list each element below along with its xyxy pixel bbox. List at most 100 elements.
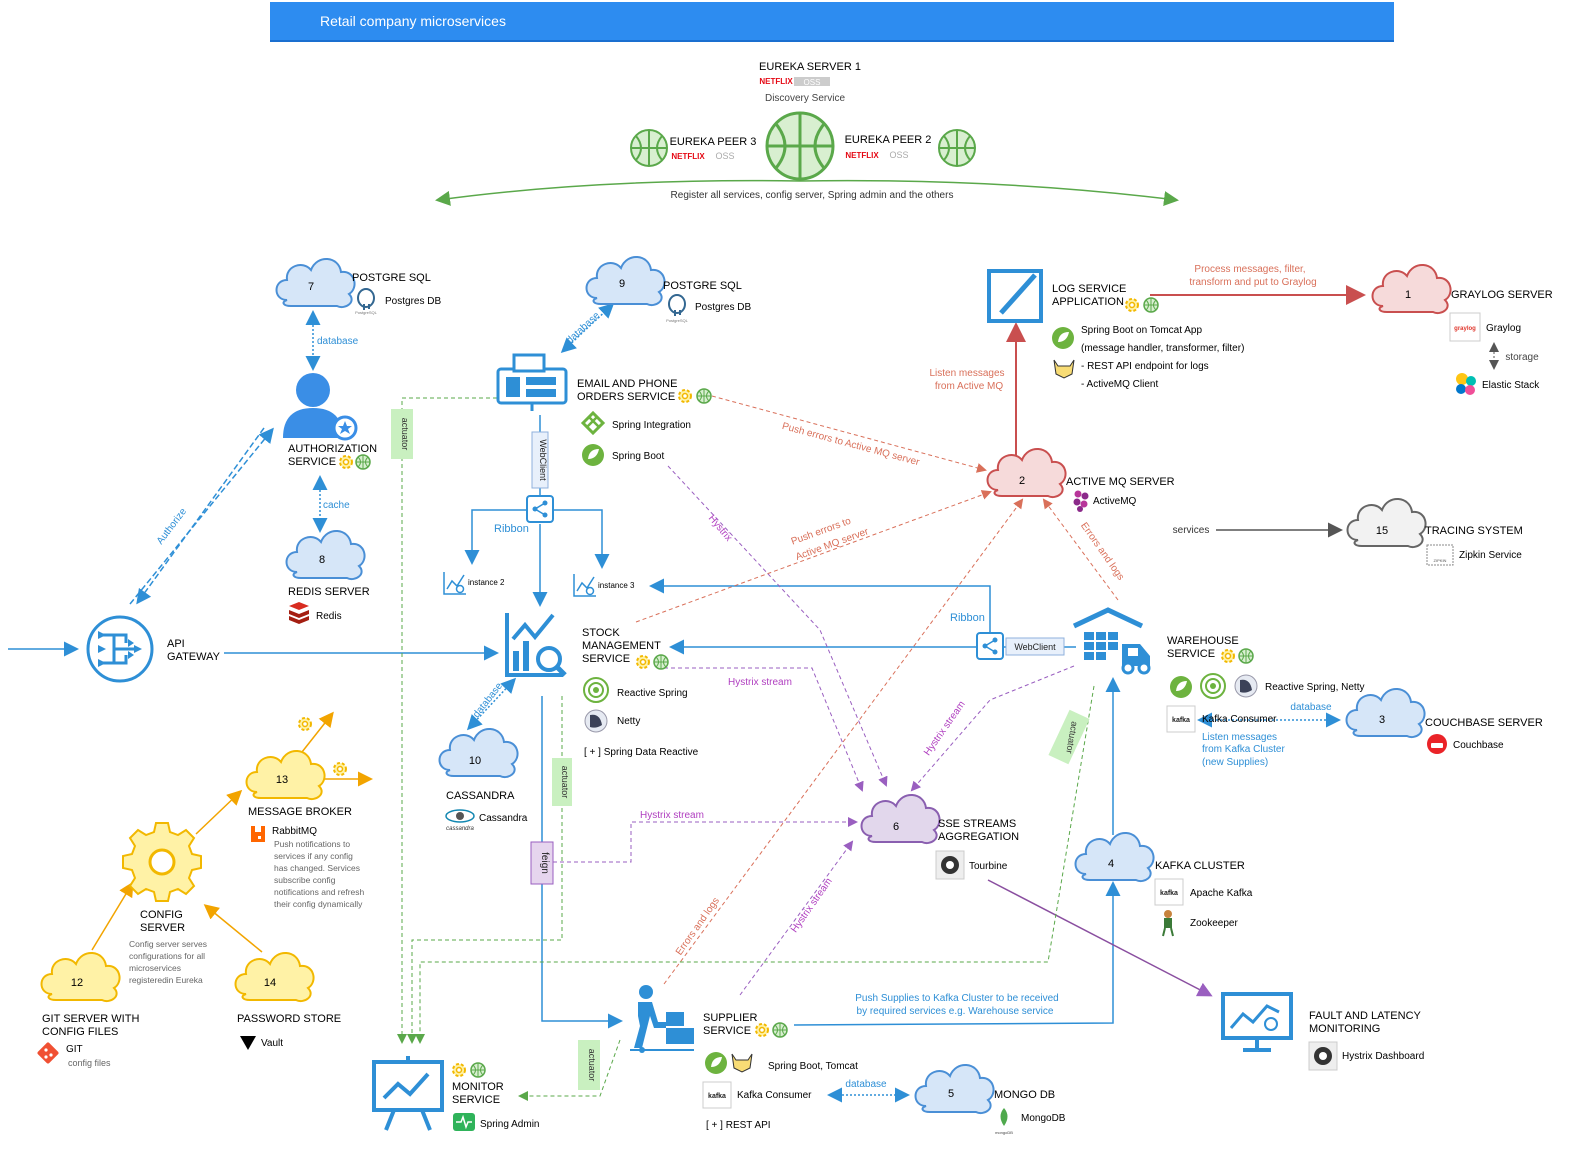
monitor-service[interactable]: MONITOR SERVICE Spring Admin (372, 1056, 539, 1131)
eureka-peer-3-icon (630, 129, 668, 167)
cloud-15[interactable]: 15 (1346, 497, 1427, 549)
eureka-peer-3-node[interactable]: EUREKA PEER 3 NETFLIX OSS (630, 129, 757, 167)
cloud-8[interactable]: 8 (285, 529, 366, 581)
kafka-tech-1: Apache Kafka (1190, 888, 1253, 899)
warehouse-tech-1: Reactive Spring, Netty (1265, 682, 1365, 693)
fault-latency-monitoring[interactable]: FAULT AND LATENCY MONITORING Hystrix Das… (1221, 992, 1424, 1071)
analytics-small-icon (443, 572, 466, 595)
sse-streams-aggregation[interactable]: SSE STREAMS AGGREGATION Tourbine (935, 818, 1019, 880)
warehouse-webclient-label: WebClient (1014, 642, 1056, 652)
tracing-system[interactable]: TRACING SYSTEM ZIPKIN Zipkin Service (1425, 525, 1523, 566)
eureka-server-node[interactable]: EUREKA SERVER 1 NETFLIX OSS Discovery Se… (759, 61, 861, 181)
stock-db-link (466, 677, 517, 731)
cloud-1[interactable]: 1 (1371, 263, 1452, 315)
config-server[interactable]: CONFIG SERVER Config server serves confi… (122, 822, 207, 985)
stock-instance-2[interactable]: instance 2 (443, 572, 505, 595)
orders-push-errors-label: Push errors to Active MQ server (781, 421, 921, 468)
auth-cache-label: cache (323, 500, 350, 511)
notify-gear-icon (298, 717, 312, 731)
cloud-15-number: 15 (1376, 525, 1388, 537)
graylog-server[interactable]: GRAYLOG SERVER graylog Graylog Elastic S… (1449, 289, 1553, 395)
ribbon-balancer-icon[interactable] (526, 495, 554, 523)
stock-tech-3: [ + ] Spring Data Reactive (584, 747, 699, 758)
stock-management-service[interactable]: STOCK MANAGEMENT SERVICE Reactive Spring… (505, 613, 699, 758)
oss-logo-text: OSS (804, 78, 821, 87)
cloud-3[interactable]: 3 (1345, 687, 1426, 739)
cloud-7-number: 7 (308, 281, 314, 293)
ribbon-balancer-icon[interactable] (976, 632, 1004, 660)
cloud-2[interactable]: 2 (986, 447, 1067, 499)
log-label-1: LOG SERVICE (1052, 283, 1126, 295)
message-broker[interactable]: MESSAGE BROKER RabbitMQ Push notificatio… (248, 806, 365, 909)
diagram-title: Retail company microservices (320, 13, 506, 29)
orders-db-link (560, 302, 615, 354)
warehouse-hystrix-to-sse (910, 665, 1075, 792)
warehouse-label-2: SERVICE (1167, 648, 1215, 660)
fault-label-1: FAULT AND LATENCY (1309, 1010, 1422, 1022)
spring-boot-icon (1052, 327, 1074, 349)
log-service-application[interactable]: LOG SERVICE APPLICATION Spring Boot on T… (987, 269, 1244, 390)
config-to-broker-arrow (195, 789, 243, 835)
stock-instance-3[interactable]: instance 3 (573, 574, 635, 597)
email-phone-orders-service[interactable]: EMAIL AND PHONE ORDERS SERVICE Spring In… (496, 353, 712, 466)
actuator-tag-supplier (578, 1040, 600, 1090)
cloud-4[interactable]: 4 (1074, 831, 1155, 883)
cloud-10[interactable]: 10 (438, 727, 519, 779)
cloud-12[interactable]: 12 (40, 951, 121, 1003)
password-store-title: PASSWORD STORE (237, 1013, 341, 1025)
cloud-6[interactable]: 6 (860, 793, 941, 845)
warehouse-service[interactable]: WAREHOUSE SERVICE Reactive Spring, Netty… (1072, 607, 1365, 768)
git-server[interactable]: GIT SERVER WITH CONFIG FILES GIT config … (37, 1013, 140, 1068)
eureka-peer-2-node[interactable]: EUREKA PEER 2 NETFLIX OSS (845, 129, 976, 167)
config-desc-1: Config server serves (129, 939, 207, 949)
activemq-tech: ActiveMQ (1093, 496, 1137, 507)
authorization-service[interactable]: AUTHORIZATION SERVICE (283, 373, 377, 470)
eureka-server-icon (765, 111, 835, 181)
config-gear-icon (636, 655, 650, 669)
eureka-peer-3-label: EUREKA PEER 3 (670, 136, 757, 148)
eureka-ball-icon (696, 388, 712, 404)
delivery-worker-icon (630, 985, 694, 1053)
cassandra-logo-text: cassandra (446, 826, 474, 832)
cloud-13[interactable]: 13 (245, 749, 326, 801)
config-label-1: CONFIG (140, 909, 183, 921)
kafka-icon (1166, 705, 1196, 733)
fault-label-2: MONITORING (1309, 1023, 1380, 1035)
cassandra-labels: CASSANDRA cassandra Cassandra (445, 790, 528, 832)
cloud-8-shape (285, 529, 366, 581)
supplier-hystrix-label: Hystrix stream (789, 876, 835, 935)
feign-tag (530, 841, 554, 885)
broker-title: MESSAGE BROKER (248, 806, 352, 818)
push-supplies-line2: by required services e.g. Warehouse serv… (857, 1006, 1054, 1017)
orders-webclient-tag (531, 431, 549, 489)
listen-activemq-line2: from Active MQ (935, 381, 1004, 392)
cloud-5[interactable]: 5 (914, 1063, 995, 1115)
fault-tech: Hystrix Dashboard (1342, 1051, 1424, 1062)
supplier-db-label: database (845, 1079, 887, 1090)
kafka-cluster[interactable]: KAFKA CLUSTER Apache Kafka Zookeeper (1154, 860, 1253, 937)
ribbon-to-instance3 (554, 509, 610, 569)
supplier-service[interactable]: SUPPLIER SERVICE Spring Boot, Tomcat Kaf… (630, 985, 858, 1131)
config-gear-icon (755, 1023, 769, 1037)
git-icon (37, 1042, 59, 1064)
stock-db-label: database (471, 681, 505, 721)
cloud-9[interactable]: 9 (585, 255, 666, 307)
user-shield-icon (283, 373, 358, 441)
hystrix-icon (1308, 1041, 1338, 1071)
vault-to-config-arrow (203, 904, 263, 953)
supplier-hystrix-to-sse (739, 840, 854, 996)
config-gear-icon (339, 455, 353, 469)
rabbitmq-icon (251, 826, 265, 842)
cloud-7[interactable]: 7 (275, 257, 356, 309)
password-store[interactable]: PASSWORD STORE Vault (237, 1013, 341, 1050)
log-tech-2: (message handler, transformer, filter) (1081, 343, 1244, 354)
cloud-14[interactable]: 14 (234, 951, 315, 1003)
git-to-config-arrow (91, 881, 134, 951)
postgres-logo-text: PostgreSQL (666, 318, 689, 323)
stock-analytics-icon (505, 613, 567, 677)
postgres-9-title: POSTGRE SQL (663, 280, 742, 292)
api-gateway[interactable]: API GATEWAY (86, 615, 221, 683)
actuator-label-supplier: actuator (587, 1049, 597, 1082)
eureka-server-label: EUREKA SERVER 1 (759, 61, 861, 73)
